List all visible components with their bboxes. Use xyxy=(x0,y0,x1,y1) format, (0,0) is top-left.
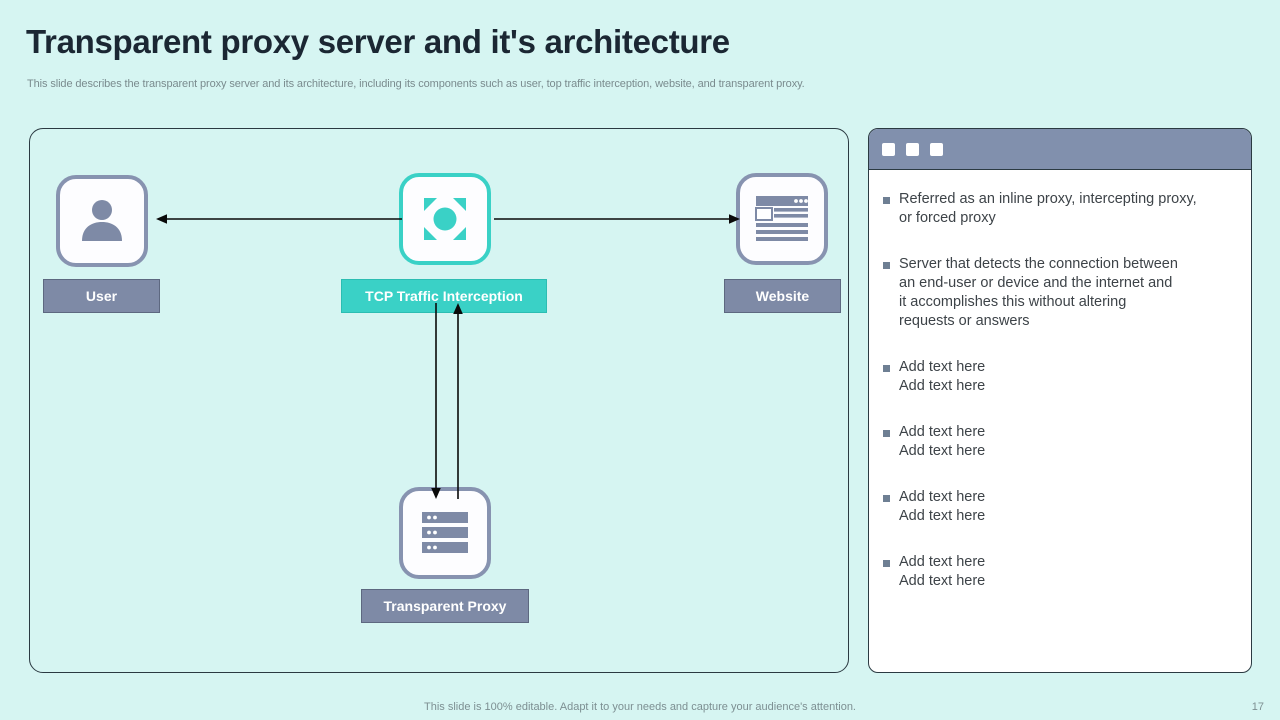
user-label-text: User xyxy=(85,288,118,304)
tcp-label-text: TCP Traffic Interception xyxy=(365,288,523,304)
website-node-icon[interactable] xyxy=(736,173,828,265)
window-dot-icon-3[interactable] xyxy=(930,142,943,156)
list-item[interactable]: Server that detects the connection betwe… xyxy=(883,255,1237,331)
architecture-diagram-panel: User TCP Traffic Interception Websi xyxy=(29,128,849,673)
bullet-square-icon xyxy=(883,197,890,204)
info-panel-titlebar xyxy=(869,129,1251,170)
bullet-square-icon xyxy=(883,430,890,437)
connector-tcp-to-user-arrow xyxy=(156,214,402,224)
user-node-label[interactable]: User xyxy=(43,279,160,313)
tcp-node-icon[interactable] xyxy=(399,173,491,265)
info-bullet-list: Referred as an inline proxy, interceptin… xyxy=(869,170,1251,591)
traffic-interception-focus-icon xyxy=(424,198,466,240)
website-node-label[interactable]: Website xyxy=(724,279,841,313)
list-item[interactable]: Add text here Add text here xyxy=(883,553,1237,591)
list-item[interactable]: Add text here Add text here xyxy=(883,358,1237,396)
window-dot-icon-1[interactable] xyxy=(882,142,895,156)
list-item[interactable]: Add text here Add text here xyxy=(883,488,1237,526)
website-label-text: Website xyxy=(755,288,810,304)
proxy-node-icon[interactable] xyxy=(399,487,491,579)
user-person-icon xyxy=(82,200,122,241)
tcp-node-label[interactable]: TCP Traffic Interception xyxy=(341,279,547,313)
server-rack-icon xyxy=(422,512,468,553)
page-subtitle: This slide describes the transparent pro… xyxy=(27,78,805,90)
info-panel: Referred as an inline proxy, interceptin… xyxy=(868,128,1252,673)
proxy-node-label[interactable]: Transparent Proxy xyxy=(361,589,529,623)
list-item-text: Add text here Add text here xyxy=(899,424,986,459)
list-item-text: Add text here Add text here xyxy=(899,489,986,524)
connector-tcp-to-website-arrow xyxy=(494,214,740,224)
browser-window-icon xyxy=(755,196,808,241)
page-title: Transparent proxy server and it's archit… xyxy=(26,23,730,60)
connector-tcp-proxy-arrows xyxy=(431,303,463,499)
window-dot-icon-2[interactable] xyxy=(906,142,919,156)
footer-note: This slide is 100% editable. Adapt it to… xyxy=(424,701,856,713)
list-item[interactable]: Add text here Add text here xyxy=(883,423,1237,461)
proxy-label-text: Transparent Proxy xyxy=(383,598,507,614)
list-item-text: Referred as an inline proxy, interceptin… xyxy=(899,191,1197,226)
bullet-square-icon xyxy=(883,495,890,502)
list-item-text: Server that detects the connection betwe… xyxy=(899,256,1178,329)
bullet-square-icon xyxy=(883,560,890,567)
list-item-text: Add text here Add text here xyxy=(899,554,986,589)
page-number: 17 xyxy=(1251,701,1264,713)
bullet-square-icon xyxy=(883,365,890,372)
bullet-square-icon xyxy=(883,262,890,269)
list-item[interactable]: Referred as an inline proxy, interceptin… xyxy=(883,190,1237,228)
user-node-icon[interactable] xyxy=(56,175,148,267)
list-item-text: Add text here Add text here xyxy=(899,359,986,394)
